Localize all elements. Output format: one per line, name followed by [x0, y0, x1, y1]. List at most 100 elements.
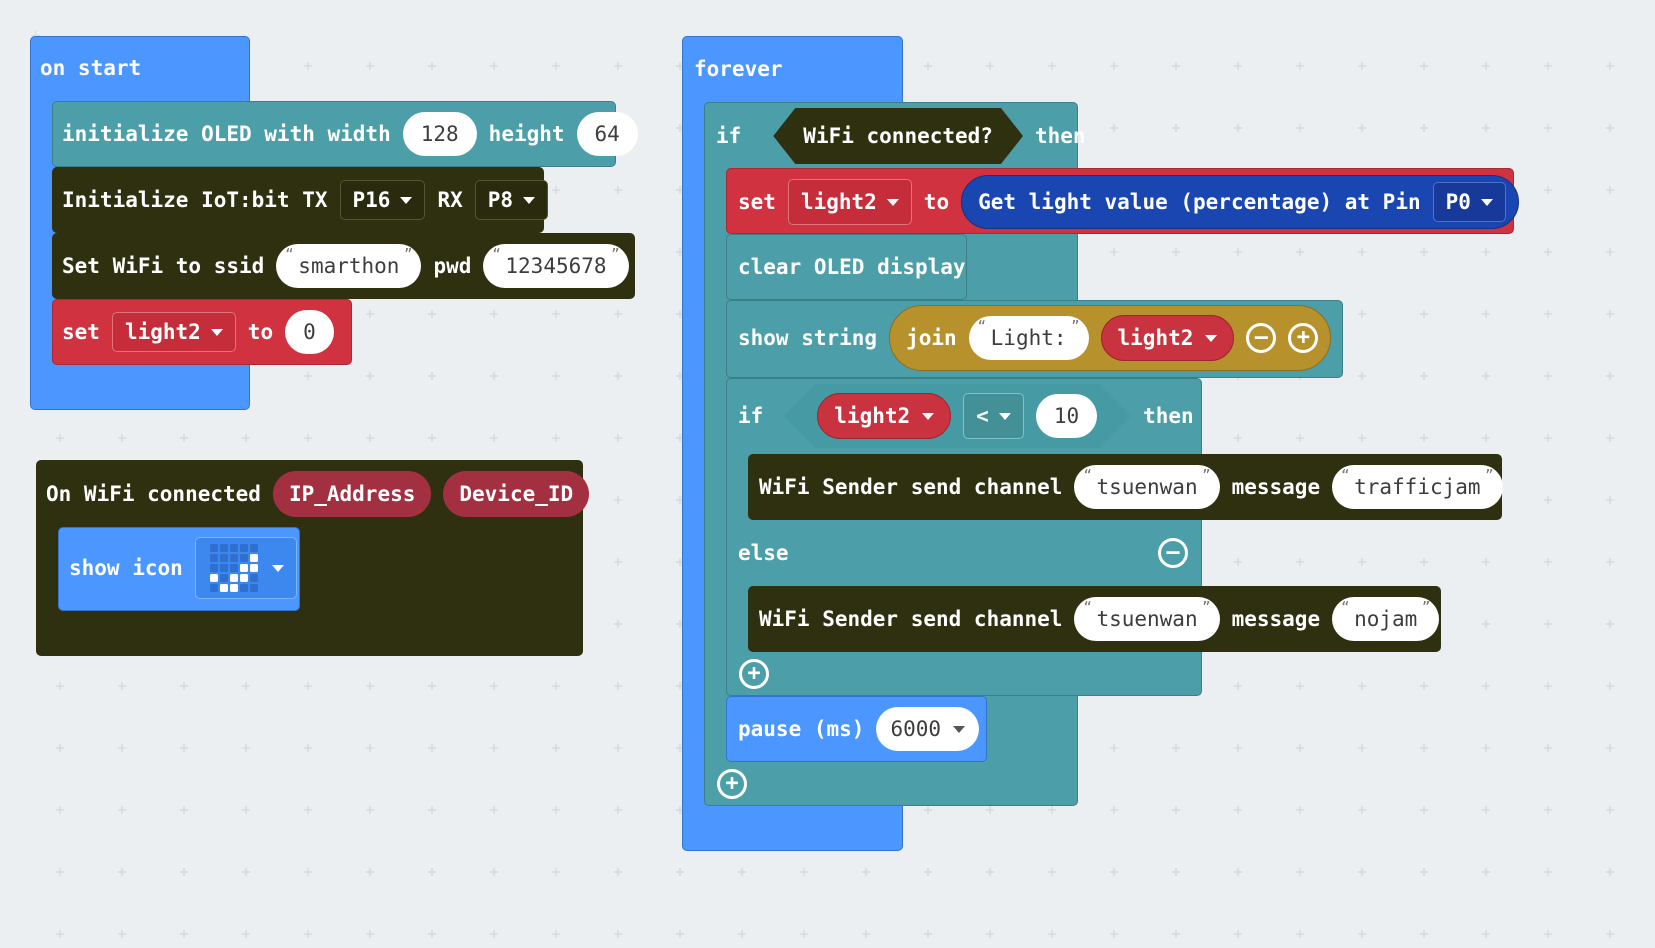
chevron-down-icon	[400, 196, 413, 204]
init-iot-block[interactable]	[52, 167, 544, 233]
led-cell	[239, 564, 248, 572]
operator-value: <	[976, 404, 989, 428]
operator-dropdown[interactable]: <	[963, 393, 1024, 439]
to-label: to	[247, 320, 274, 344]
ssid-input[interactable]: smarthon	[276, 244, 422, 288]
init-oled-block[interactable]	[52, 101, 616, 167]
plus-circle-icon[interactable]: +	[717, 769, 747, 799]
message-label: message	[1231, 475, 1321, 499]
compare-condition[interactable]: light2 < 10	[783, 384, 1131, 448]
icon-picker-dropdown[interactable]	[194, 537, 297, 599]
led-cell	[249, 584, 258, 592]
led-cell	[249, 554, 258, 562]
rx-pin-value: P8	[487, 188, 514, 212]
compare-value-input[interactable]: 10	[1036, 394, 1097, 438]
param-device-id[interactable]: Device_ID	[443, 471, 590, 517]
led-cell	[209, 544, 218, 552]
set-wifi-label: Set WiFi to ssid	[62, 254, 265, 278]
led-cell	[249, 544, 258, 552]
variable-name: light2	[124, 320, 201, 344]
led-cell	[209, 574, 218, 582]
wifi-connected-text: WiFi connected?	[803, 124, 993, 148]
checkmark-icon	[209, 544, 258, 592]
oled-height-input[interactable]: 64	[576, 112, 638, 156]
chevron-down-icon	[1205, 334, 1218, 342]
light-reporter-label: Get light value (percentage) at Pin	[978, 190, 1421, 214]
wifi-connected-condition[interactable]: WiFi connected?	[773, 108, 1023, 164]
chevron-down-icon	[999, 413, 1011, 420]
chevron-down-icon	[271, 564, 284, 572]
if-label: if	[738, 404, 764, 428]
variable-dropdown[interactable]: light2	[1100, 315, 1235, 361]
oled-width-input[interactable]: 128	[402, 112, 477, 156]
variable-dropdown[interactable]: light2	[787, 179, 912, 225]
variable-name: light2	[834, 404, 911, 428]
chevron-down-icon	[210, 328, 223, 336]
led-cell	[219, 564, 228, 572]
variable-name: light2	[800, 190, 877, 214]
led-cell	[249, 564, 258, 572]
led-cell	[239, 544, 248, 552]
channel-input[interactable]: tsuenwan	[1074, 465, 1220, 509]
pin-dropdown[interactable]: P0	[1432, 182, 1506, 222]
clear-oled-block[interactable]	[726, 234, 967, 300]
led-cell	[229, 554, 238, 562]
led-cell	[239, 574, 248, 582]
led-cell	[209, 554, 218, 562]
rx-pin-dropdown[interactable]: P8	[474, 180, 549, 220]
show-icon-label: show icon	[69, 556, 183, 580]
forever-label: forever	[694, 57, 783, 81]
join-label: join	[906, 326, 957, 350]
join-reporter[interactable]: join Light: light2 – +	[889, 305, 1332, 371]
led-cell	[249, 574, 258, 582]
led-cell	[239, 554, 248, 562]
chevron-down-icon	[1480, 198, 1493, 206]
led-cell	[229, 584, 238, 592]
param-ip-address[interactable]: IP_Address	[272, 471, 432, 517]
set-value-input[interactable]: 0	[285, 310, 334, 354]
led-cell	[229, 564, 238, 572]
plus-circle-icon[interactable]: +	[739, 659, 769, 689]
led-cell	[219, 544, 228, 552]
set-label: set	[62, 320, 100, 344]
plus-circle-icon[interactable]: +	[1288, 323, 1319, 353]
show-string-label: show string	[738, 326, 878, 350]
led-cell	[219, 584, 228, 592]
pause-value: 6000	[890, 717, 942, 741]
message-input[interactable]: trafficjam	[1332, 465, 1503, 509]
tx-pin-dropdown[interactable]: P16	[339, 180, 426, 220]
variable-name: light2	[1117, 326, 1194, 350]
on-wifi-label: On WiFi connected	[46, 482, 261, 506]
chevron-down-icon	[523, 196, 536, 204]
chevron-down-icon	[886, 198, 899, 206]
channel-input[interactable]: tsuenwan	[1074, 597, 1220, 641]
led-cell	[239, 584, 248, 592]
chevron-down-icon	[953, 725, 966, 733]
on-start-label: on start	[40, 56, 142, 80]
rx-label: RX	[437, 188, 463, 212]
minus-circle-icon[interactable]: –	[1246, 323, 1277, 353]
message-input[interactable]: nojam	[1332, 597, 1440, 641]
tx-pin-value: P16	[352, 188, 391, 212]
to-label: to	[923, 190, 950, 214]
join-text-input[interactable]: Light:	[968, 316, 1089, 360]
led-cell	[229, 574, 238, 582]
send-channel-label: WiFi Sender send channel	[759, 475, 1063, 499]
chevron-down-icon	[922, 413, 934, 420]
light-value-reporter[interactable]: Get light value (percentage) at Pin P0	[961, 175, 1519, 229]
height-label: height	[488, 122, 565, 146]
init-oled-label: initialize OLED with width	[62, 122, 391, 146]
pwd-input[interactable]: 12345678	[483, 244, 629, 288]
if-label: if	[716, 124, 742, 148]
led-cell	[219, 554, 228, 562]
pause-value-dropdown[interactable]: 6000	[876, 707, 980, 751]
minus-circle-icon[interactable]: –	[1158, 538, 1188, 568]
then-label: then	[1143, 404, 1194, 428]
variable-dropdown[interactable]: light2	[817, 393, 951, 439]
else-label: else	[738, 541, 789, 565]
set-label: set	[738, 190, 776, 214]
led-cell	[209, 564, 218, 572]
pause-label: pause (ms)	[738, 717, 865, 741]
led-cell	[209, 584, 218, 592]
variable-dropdown[interactable]: light2	[111, 312, 236, 352]
